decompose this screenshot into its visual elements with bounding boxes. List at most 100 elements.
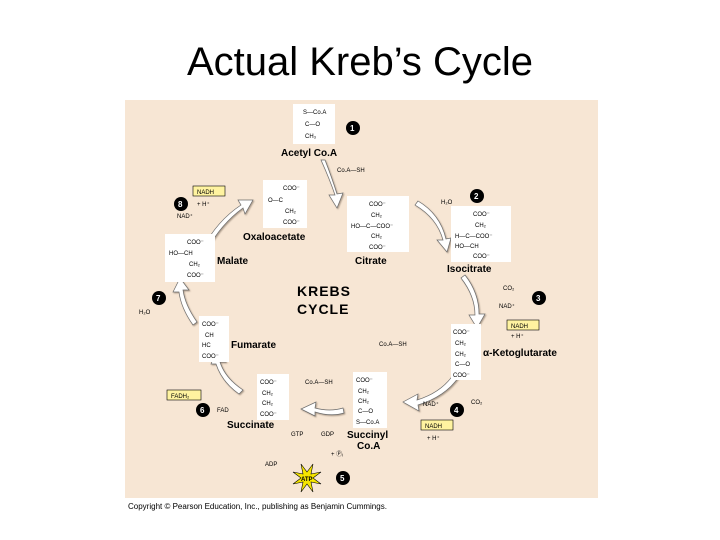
cofactor-nad-step4: NAD⁺: [423, 401, 439, 408]
citrate-line: CH₂: [371, 234, 383, 240]
oxaloacetate-line: COO⁻: [283, 186, 300, 192]
center-label-cycle: CYCLE: [297, 301, 349, 317]
nadh-step8-tag: [192, 185, 226, 197]
isocitrate-line: CH₂: [475, 223, 487, 229]
cofactor-atp: ATP: [301, 477, 313, 483]
molecule-citrate: COO⁻ CH₂ HO—C—COO⁻ CH₂ COO⁻: [347, 196, 409, 252]
label-succinyl-coa: Succinyl: [347, 430, 388, 441]
nadh-step4-tag: [420, 419, 454, 431]
molecule-malate: COO⁻ HO—CH CH₂ COO⁻: [165, 234, 215, 282]
krebs-cycle-diagram: S—Co.A C—O CH₃ COO⁻ O—C CH₂ COO⁻ COO⁻ CH…: [139, 104, 557, 493]
cofactor-gtp: GTP: [291, 432, 303, 438]
isocitrate-line: COO⁻: [473, 212, 490, 218]
cofactor-coash-step4: Co.A—SH: [379, 342, 407, 348]
molecule-acetyl-coa: S—Co.A C—O CH₃: [293, 104, 335, 144]
label-oxaloacetate: Oxaloacetate: [243, 232, 306, 243]
ketoglutarate-line: COO⁻: [453, 330, 470, 336]
malate-line: COO⁻: [187, 273, 204, 279]
step-7-number: 7: [156, 294, 161, 303]
oxaloacetate-line: CH₂: [285, 209, 297, 215]
cofactor-h2o-step2: H₂O: [441, 200, 453, 206]
molecule-oxaloacetate: COO⁻ O—C CH₂ COO⁻: [263, 180, 307, 228]
molecule-ketoglutarate: COO⁻ CH₂ CH₂ C—O COO⁻: [451, 324, 481, 380]
label-ketoglutarate: α-Ketoglutarate: [483, 348, 557, 359]
succinate-line: CH₂: [262, 391, 274, 397]
cofactor-nad-step8: NAD⁺: [177, 213, 193, 220]
isocitrate-line: H—C—COO⁻: [455, 234, 493, 240]
fadh2-tag: [166, 389, 202, 401]
step-3-number: 3: [536, 294, 541, 303]
succinyl-coa-line: S—Co.A: [356, 420, 379, 426]
arrow-acetyl-to-citrate: [320, 159, 344, 209]
label-succinate: Succinate: [227, 420, 275, 431]
molecule-fumarate: COO⁻ CH HC COO⁻: [199, 316, 229, 362]
atp-starburst: ATP: [292, 463, 322, 493]
slide-title: Actual Kreb’s Cycle: [186, 40, 534, 84]
cofactor-co2-step4: CO₂: [471, 400, 483, 406]
cofactor-adp: ADP: [265, 462, 277, 468]
arrow-citrate-to-isocitrate: [414, 200, 452, 253]
label-citrate: Citrate: [355, 256, 387, 267]
cofactor-nadh-step8: NADH: [197, 190, 214, 196]
center-label-krebs: KREBS: [297, 283, 351, 299]
label-succinyl-coa-2: Co.A: [357, 441, 380, 452]
arrow-succinylcoa-to-succinate: [300, 401, 345, 417]
cofactor-fad: FAD: [217, 408, 229, 414]
label-acetyl-coa: Acetyl Co.A: [281, 148, 337, 159]
cofactor-coash-step5: Co.A—SH: [305, 380, 333, 386]
cofactor-nadh-step3: NADH: [511, 324, 528, 330]
oxaloacetate-line: O—C: [268, 198, 284, 204]
step-5-badge: 5: [336, 471, 350, 485]
step-4-number: 4: [454, 406, 459, 415]
fumarate-line: COO⁻: [202, 354, 219, 360]
arrow-fumarate-to-malate: [172, 277, 198, 326]
step-2-badge: 2: [470, 189, 484, 203]
cofactor-h-step4: + H⁺: [427, 435, 440, 442]
succinyl-coa-line: CH₂: [358, 399, 370, 405]
step-3-badge: 3: [532, 291, 546, 305]
succinyl-coa-line: C—O: [358, 409, 373, 415]
cofactor-nadh-step4: NADH: [425, 424, 442, 430]
succinate-line: COO⁻: [260, 412, 277, 418]
ketoglutarate-line: CH₂: [455, 341, 467, 347]
label-fumarate: Fumarate: [231, 340, 276, 351]
cofactor-h-step3: + H⁺: [511, 333, 524, 340]
malate-line: CH₂: [189, 262, 201, 268]
malate-line: COO⁻: [187, 240, 204, 246]
step-5-number: 5: [340, 474, 345, 483]
citrate-line: CH₂: [371, 213, 383, 219]
isocitrate-line: COO⁻: [473, 254, 490, 260]
cofactor-nad-step3: NAD⁺: [499, 303, 515, 310]
cofactor-coash-top: Co.A—SH: [337, 168, 365, 174]
fumarate-line: CH: [205, 333, 214, 339]
succinyl-coa-line: CH₂: [358, 389, 370, 395]
citrate-line: COO⁻: [369, 245, 386, 251]
copyright-notice: Copyright © Pearson Education, Inc., pub…: [128, 502, 387, 511]
succinyl-coa-line: COO⁻: [356, 378, 373, 384]
cofactor-gdp: GDP: [321, 432, 334, 438]
acetyl-coa-line: CH₃: [305, 134, 317, 140]
molecule-isocitrate: COO⁻ CH₂ H—C—COO⁻ HO—CH COO⁻: [451, 206, 511, 262]
fumarate-line: COO⁻: [202, 322, 219, 328]
step-1-number: 1: [350, 124, 355, 133]
step-1-badge: 1: [346, 121, 360, 135]
molecule-succinyl-coa: COO⁻ CH₂ CH₂ C—O S—Co.A: [353, 372, 387, 428]
succinate-line: COO⁻: [260, 380, 277, 386]
fumarate-line: HC: [202, 343, 211, 349]
step-2-number: 2: [474, 192, 479, 201]
step-7-badge: 7: [152, 291, 166, 305]
ketoglutarate-line: CH₂: [455, 352, 467, 358]
cofactor-pi: + Ⓟᵢ: [331, 450, 343, 458]
step-8-number: 8: [178, 200, 183, 209]
ketoglutarate-line: C—O: [455, 362, 470, 368]
ketoglutarate-line: COO⁻: [453, 373, 470, 379]
step-6-number: 6: [200, 406, 205, 415]
krebs-diagram-panel: S—Co.A C—O CH₃ COO⁻ O—C CH₂ COO⁻ COO⁻ CH…: [125, 100, 598, 498]
isocitrate-line: HO—CH: [455, 244, 479, 250]
label-malate: Malate: [217, 256, 249, 267]
step-8-badge: 8: [174, 197, 188, 211]
malate-line: HO—CH: [169, 251, 193, 257]
citrate-line: COO⁻: [369, 202, 386, 208]
cofactor-co2-step3: CO₂: [503, 286, 515, 292]
oxaloacetate-line: COO⁻: [283, 220, 300, 226]
